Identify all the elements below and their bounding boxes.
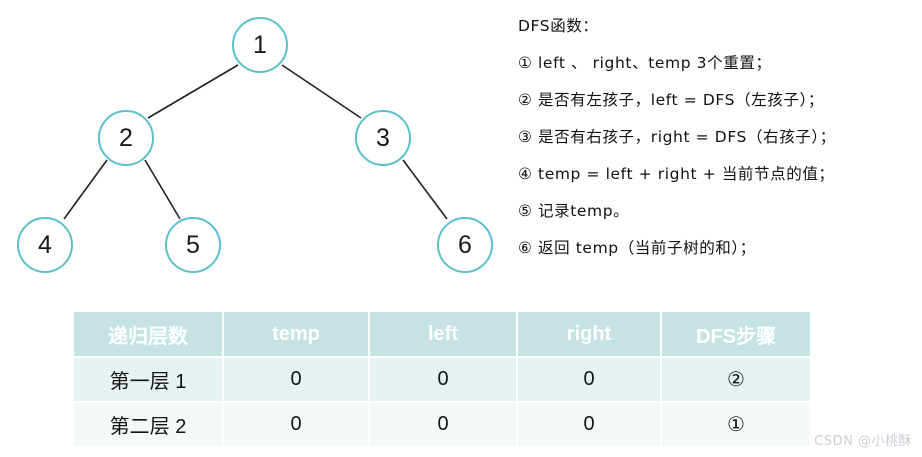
cell-right: 0 — [518, 401, 662, 446]
cell-level: 第二层 2 — [74, 401, 224, 446]
tree-edge-2-4 — [63, 159, 108, 220]
table-row: 第二层 2 0 0 0 ① — [74, 401, 810, 446]
tree-node-5[interactable]: 5 — [165, 217, 221, 273]
tree-node-6[interactable]: 6 — [437, 217, 493, 273]
tree-edge-1-3 — [281, 64, 362, 119]
column-header-step: DFS步骤 — [662, 312, 810, 356]
cell-step: ① — [662, 401, 810, 446]
cell-level: 第一层 1 — [74, 356, 224, 401]
tree-edge-2-5 — [144, 159, 181, 220]
column-header-right: right — [518, 312, 662, 356]
tree-node-label: 4 — [38, 230, 52, 259]
tree-edge-1-2 — [147, 64, 239, 119]
column-header-level: 递归层数 — [74, 312, 224, 356]
dfs-notes-panel: DFS函数： ① left 、 right、temp 3个重置； ② 是否有左孩… — [518, 8, 922, 267]
tree-node-label: 5 — [186, 230, 200, 259]
tree-node-1[interactable]: 1 — [232, 17, 288, 73]
binary-tree-diagram: 1 2 3 4 5 6 — [0, 0, 500, 292]
tree-node-label: 3 — [376, 123, 390, 152]
tree-edge-3-6 — [402, 159, 448, 220]
dfs-notes-heading: DFS函数： — [518, 17, 599, 35]
tree-node-label: 6 — [458, 230, 472, 259]
tree-node-2[interactable]: 2 — [98, 110, 154, 166]
cell-step: ② — [662, 356, 810, 401]
tree-node-3[interactable]: 3 — [355, 110, 411, 166]
tree-node-label: 1 — [253, 30, 267, 59]
table-row: 第一层 1 0 0 0 ② — [74, 356, 810, 401]
cell-temp: 0 — [224, 401, 370, 446]
cell-left: 0 — [370, 356, 518, 401]
column-header-left: left — [370, 312, 518, 356]
cell-left: 0 — [370, 401, 518, 446]
dfs-step-3: ③ 是否有右孩子，right = DFS（右孩子）； — [518, 128, 836, 146]
dfs-step-2: ② 是否有左孩子，left = DFS（左孩子）； — [518, 91, 824, 109]
column-header-temp: temp — [224, 312, 370, 356]
dfs-step-6: ⑥ 返回 temp（当前子树的和）； — [518, 239, 756, 257]
dfs-step-4: ④ temp = left + right + 当前节点的值； — [518, 165, 835, 183]
tree-node-label: 2 — [119, 123, 133, 152]
dfs-step-1: ① left 、 right、temp 3个重置； — [518, 54, 772, 72]
tree-edges-svg — [63, 64, 448, 220]
cell-right: 0 — [518, 356, 662, 401]
recursion-trace-table: 递归层数 temp left right DFS步骤 第一层 1 0 0 0 ②… — [74, 312, 810, 446]
dfs-step-5: ⑤ 记录temp。 — [518, 202, 630, 220]
cell-temp: 0 — [224, 356, 370, 401]
csdn-watermark: CSDN @小桃酥 — [814, 434, 912, 449]
tree-node-4[interactable]: 4 — [17, 217, 73, 273]
table-header-row: 递归层数 temp left right DFS步骤 — [74, 312, 810, 356]
